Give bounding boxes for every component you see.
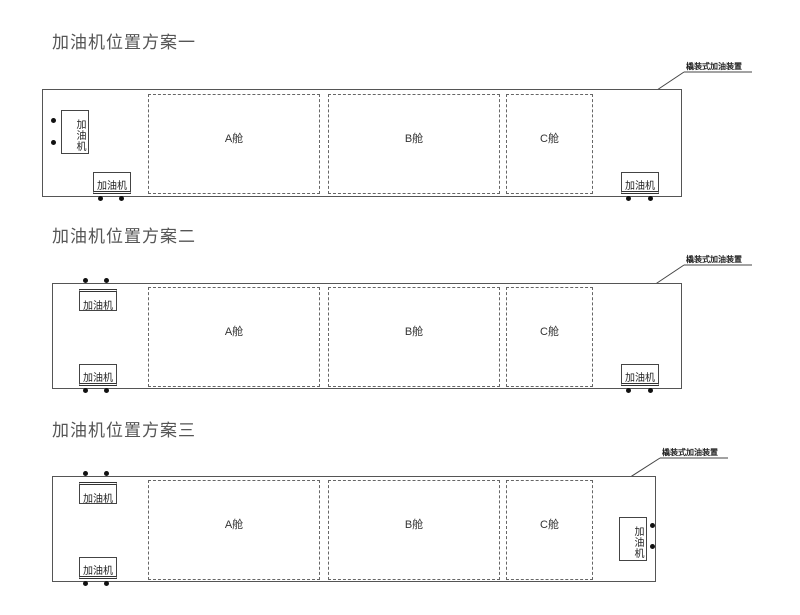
- plan-3-dispenser-right-vertical: 加油机: [619, 517, 647, 561]
- nozzle-icon: [83, 278, 88, 283]
- plan-3-dispenser-top-left: 加油机: [79, 482, 117, 505]
- nozzle-icon: [98, 196, 103, 201]
- dispenser-label: 加油机: [83, 494, 113, 505]
- plan-3-title: 加油机位置方案三: [52, 421, 196, 441]
- nozzle-icon: [104, 278, 109, 283]
- dispenser-label: 加油机: [625, 373, 655, 384]
- nozzle-icon: [51, 118, 56, 123]
- plan-1-dispenser-left-vertical: 加油机: [61, 110, 89, 154]
- plan-1-tank-a: A舱: [148, 94, 320, 194]
- dispenser-label: 加油机: [74, 119, 85, 152]
- plan-3-dispenser-bottom-left: 加油机: [79, 557, 117, 579]
- tank-label: C舱: [540, 326, 559, 338]
- plan-2-tank-b: B舱: [328, 287, 500, 387]
- tank-label: C舱: [540, 133, 559, 145]
- nozzle-icon: [648, 196, 653, 201]
- plan-1-title: 加油机位置方案一: [52, 33, 196, 53]
- plan-2-title: 加油机位置方案二: [52, 227, 196, 247]
- dispenser-label: 加油机: [632, 526, 643, 559]
- nozzle-icon: [650, 523, 655, 528]
- tank-label: B舱: [404, 133, 424, 145]
- plan-1-tank-c: C舱: [506, 94, 593, 194]
- dispenser-label: 加油机: [625, 181, 655, 192]
- tank-label: B舱: [404, 519, 424, 531]
- dispenser-label: 加油机: [83, 373, 113, 384]
- nozzle-icon: [83, 581, 88, 586]
- plan-2-tank-a: A舱: [148, 287, 320, 387]
- nozzle-icon: [104, 471, 109, 476]
- plan-3-skid: A舱 B舱 C舱 加油机 加油机 加油机: [52, 476, 656, 582]
- plan-1-dispenser-bottom-right: 加油机: [621, 172, 659, 194]
- tank-label: B舱: [404, 326, 424, 338]
- nozzle-icon: [51, 140, 56, 145]
- nozzle-icon: [83, 471, 88, 476]
- dispenser-label: 加油机: [83, 566, 113, 577]
- plan-3-tank-c: C舱: [506, 480, 593, 580]
- plan-3-tank-b: B舱: [328, 480, 500, 580]
- nozzle-icon: [626, 388, 631, 393]
- nozzle-icon: [104, 581, 109, 586]
- plan-3-callout: 橇装式加油装置: [662, 448, 718, 457]
- plan-1-skid: A舱 B舱 C舱 加油机 加油机 加油机: [42, 89, 682, 197]
- plan-2-dispenser-top-left: 加油机: [79, 289, 117, 312]
- dispenser-label: 加油机: [97, 181, 127, 192]
- plan-2-tank-c: C舱: [506, 287, 593, 387]
- nozzle-icon: [119, 196, 124, 201]
- nozzle-icon: [626, 196, 631, 201]
- nozzle-icon: [83, 388, 88, 393]
- plan-2-dispenser-bottom-right: 加油机: [621, 364, 659, 386]
- plan-1-tank-b: B舱: [328, 94, 500, 194]
- plan-2-dispenser-bottom-left: 加油机: [79, 364, 117, 386]
- dispenser-label: 加油机: [83, 301, 113, 312]
- nozzle-icon: [650, 544, 655, 549]
- nozzle-icon: [104, 388, 109, 393]
- plan-3-tank-a: A舱: [148, 480, 320, 580]
- tank-label: A舱: [224, 519, 244, 531]
- tank-label: A舱: [224, 326, 244, 338]
- tank-label: A舱: [224, 133, 244, 145]
- plan-1-callout: 橇装式加油装置: [686, 62, 742, 71]
- nozzle-icon: [648, 388, 653, 393]
- plan-2-callout: 橇装式加油装置: [686, 255, 742, 264]
- plan-1-dispenser-bottom-left: 加油机: [93, 172, 131, 194]
- plan-2-skid: A舱 B舱 C舱 加油机 加油机 加油机: [52, 283, 682, 389]
- tank-label: C舱: [540, 519, 559, 531]
